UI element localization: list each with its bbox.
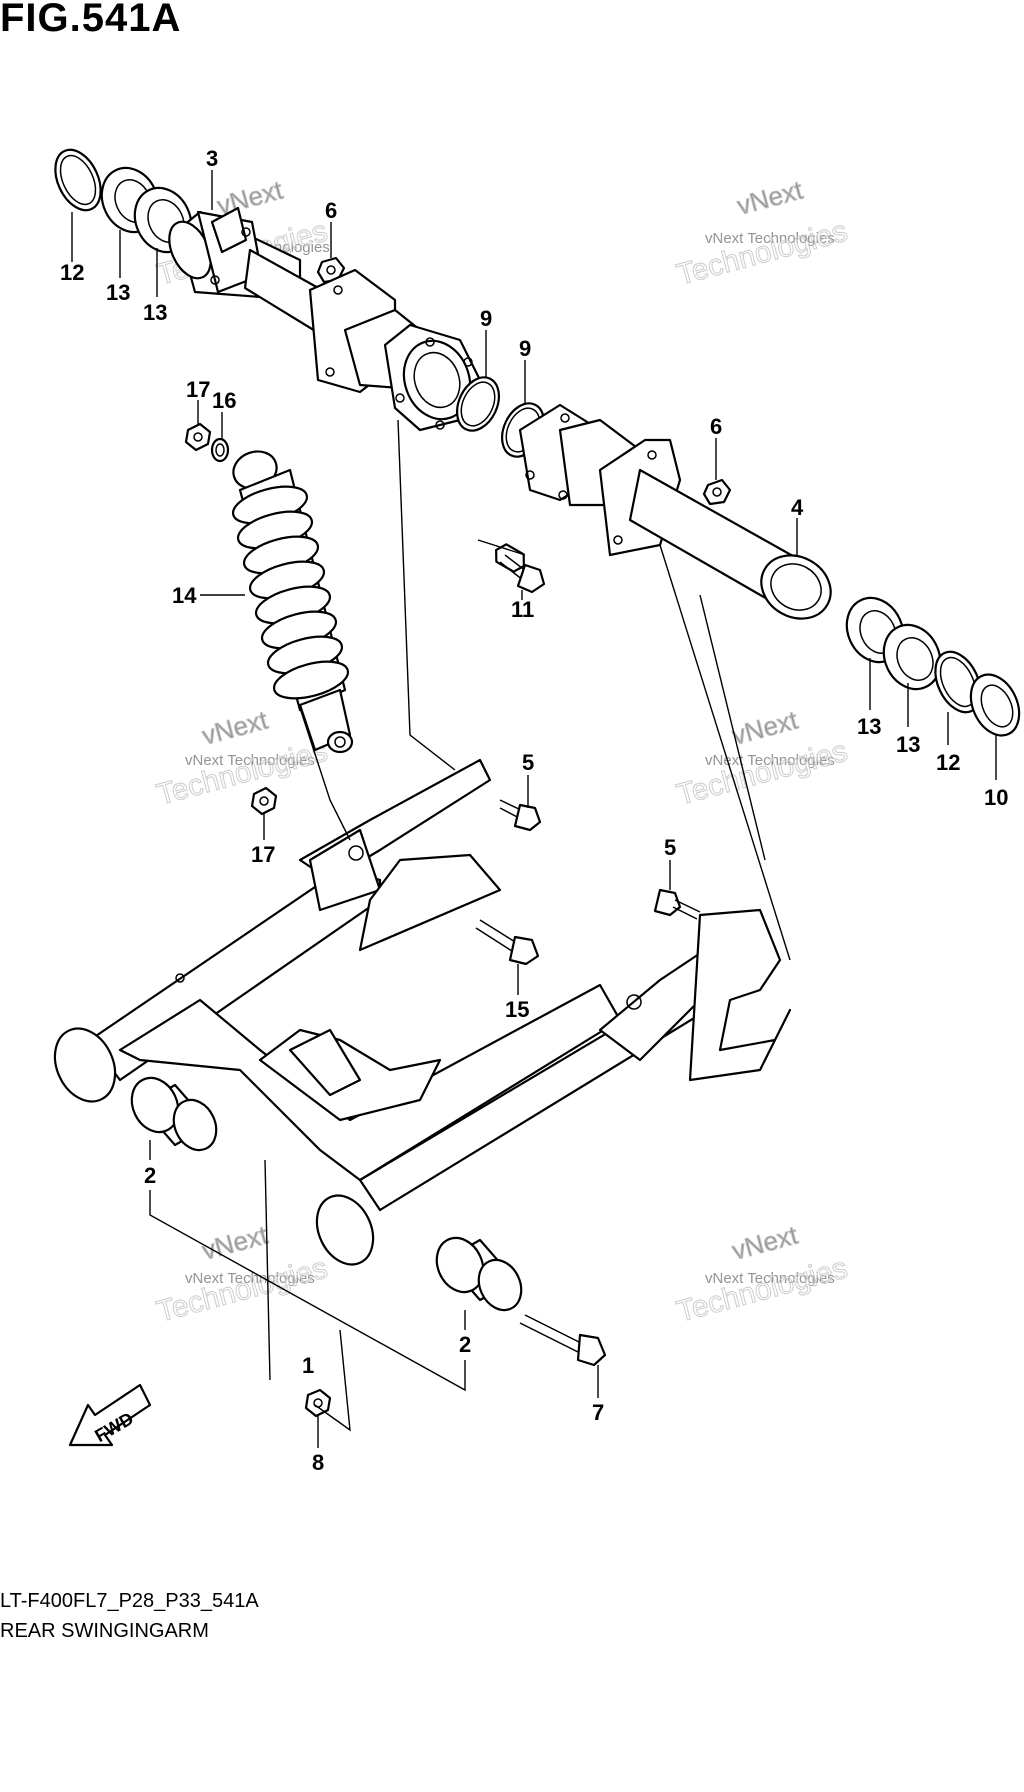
callout-2: 2 — [144, 1163, 156, 1188]
seal-10 — [969, 673, 1021, 737]
callout-9: 9 — [519, 336, 531, 361]
callout-14: 14 — [172, 583, 197, 608]
model-code: LT-F400FL7_P28_P33_541A — [0, 1590, 259, 1612]
callout-11: 11 — [511, 597, 534, 622]
axle-tube-4 — [518, 403, 832, 620]
svg-text:vNext: vNext — [729, 704, 802, 750]
flange-tube-upper — [308, 268, 482, 432]
watermark-bottom-right: vNext vNext Technologies Technologies — [673, 1219, 852, 1329]
svg-text:Technologies: Technologies — [153, 735, 331, 812]
bolt-7 — [519, 1314, 607, 1367]
circlip-12-upper — [54, 148, 102, 212]
callout-17: 17 — [186, 377, 210, 402]
svg-text:vNext Technologies: vNext Technologies — [705, 1270, 835, 1287]
bearing-13-right-outer — [882, 623, 942, 691]
watermark-top-right: vNext vNext Technologies Technologies — [673, 174, 852, 292]
svg-text:Technologies: Technologies — [153, 1252, 331, 1329]
callout-5: 5 — [664, 835, 676, 860]
callout-2: 2 — [459, 1332, 471, 1357]
callout-12: 12 — [60, 260, 84, 285]
callout-7: 7 — [592, 1400, 604, 1425]
callout-leaders — [71, 170, 997, 1448]
callout-6: 6 — [325, 198, 337, 223]
o-ring-9-left — [456, 376, 500, 432]
callout-13: 13 — [143, 300, 167, 325]
svg-text:vNext: vNext — [729, 1219, 802, 1265]
svg-text:Technologies: Technologies — [673, 1252, 851, 1329]
nut-17-lower — [250, 786, 278, 816]
nut-8 — [304, 1388, 332, 1418]
bolt-5-upper — [499, 799, 542, 832]
svg-text:vNext: vNext — [199, 1219, 272, 1265]
callout-1: 1 — [302, 1353, 314, 1378]
callout-13: 13 — [857, 714, 881, 739]
bushing-2-left — [130, 1076, 218, 1152]
circlip-12-right — [934, 650, 982, 714]
reference-lines — [149, 419, 791, 1432]
callout-13: 13 — [106, 280, 130, 305]
callout-13: 13 — [896, 732, 920, 757]
bolt-15 — [475, 919, 540, 966]
callout-15: 15 — [505, 997, 529, 1022]
shock-absorber-14 — [231, 450, 354, 754]
callout-10: 10 — [984, 785, 1008, 810]
svg-text:Technologies: Technologies — [673, 735, 851, 812]
callout-5: 5 — [522, 750, 534, 775]
swingarm-1 — [53, 758, 792, 1266]
callout-8: 8 — [312, 1450, 324, 1475]
nut-6-right — [702, 478, 732, 506]
bolt-11 — [495, 543, 546, 594]
callout-6: 6 — [710, 414, 722, 439]
washer-16 — [210, 437, 230, 463]
callout-17: 17 — [251, 842, 275, 867]
assembly-name: REAR SWINGINGARM — [0, 1620, 209, 1642]
axle-housing-3 — [168, 206, 342, 342]
svg-text:vNext: vNext — [199, 704, 272, 750]
svg-text:vNext Technologies: vNext Technologies — [185, 752, 315, 769]
callout-4: 4 — [791, 495, 804, 520]
bolt-5-lower — [653, 888, 701, 920]
callout-16: 16 — [212, 388, 236, 413]
svg-text:vNext: vNext — [214, 174, 287, 220]
callout-9: 9 — [480, 306, 492, 331]
svg-text:vNext Technologies: vNext Technologies — [705, 752, 835, 769]
watermark-bottom-left: vNext vNext Technologies Technologies — [153, 1219, 332, 1329]
svg-text:vNext Technologies: vNext Technologies — [185, 1270, 315, 1287]
nut-17-upper — [184, 422, 212, 452]
callout-12: 12 — [936, 750, 960, 775]
fwd-arrow-icon: FWD — [68, 1383, 152, 1446]
bushing-2-right — [435, 1236, 523, 1312]
watermark-mid-right: vNext vNext Technologies Technologies — [673, 704, 852, 812]
svg-text:vNext Technologies: vNext Technologies — [705, 230, 835, 247]
svg-text:Technologies: Technologies — [673, 215, 851, 292]
figure-title: FIG.541A — [0, 0, 182, 40]
callout-labels: 12 13 13 3 6 9 9 17 16 6 4 11 14 13 13 1… — [60, 146, 1008, 1475]
svg-text:vNext: vNext — [734, 174, 807, 220]
callout-3: 3 — [206, 146, 218, 171]
